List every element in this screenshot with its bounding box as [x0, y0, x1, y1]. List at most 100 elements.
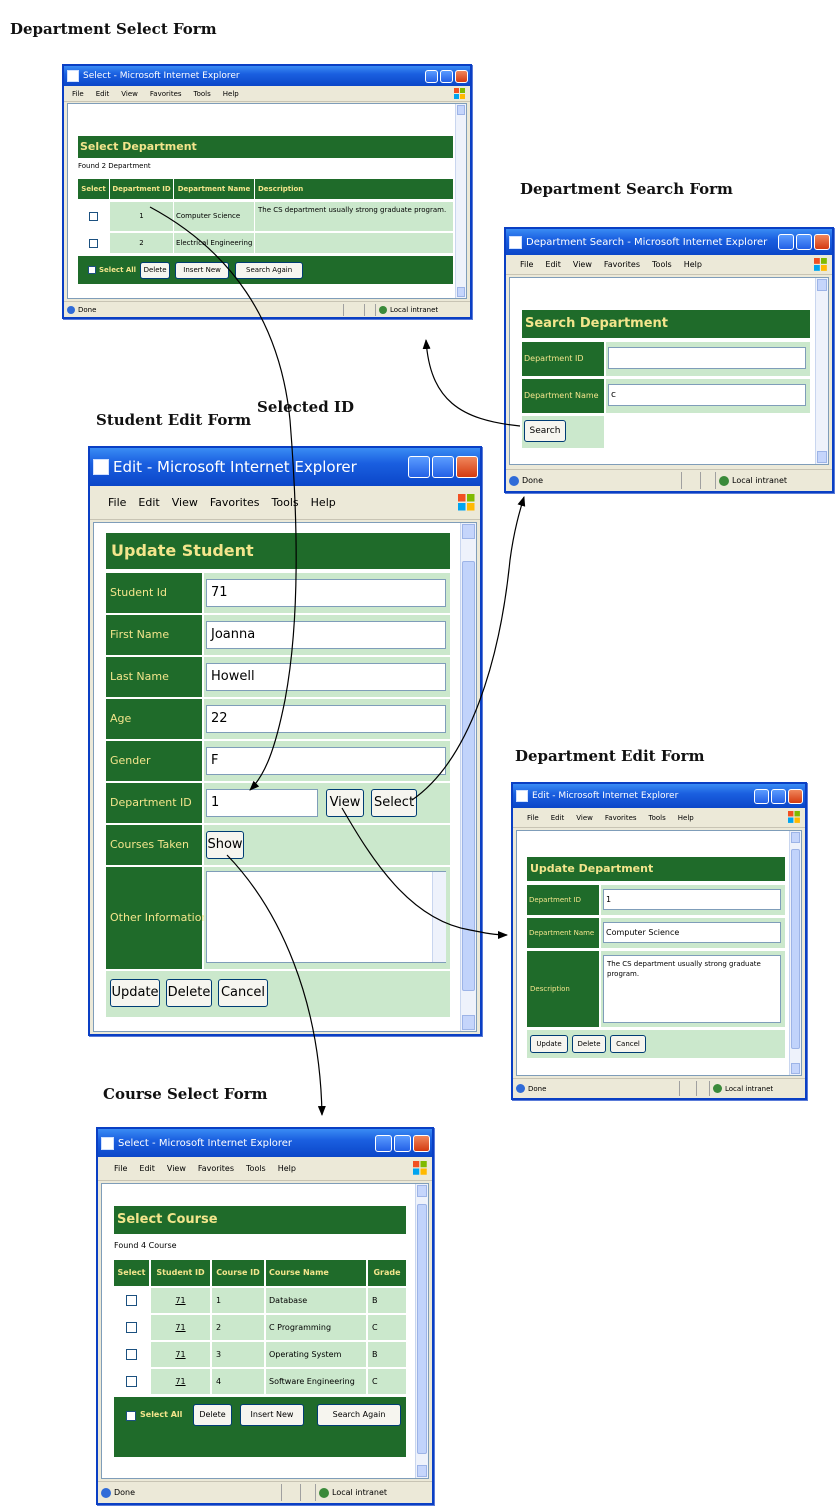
minimize-button[interactable] [408, 456, 430, 478]
menu-file[interactable]: File [527, 813, 539, 822]
select-all-checkbox[interactable] [88, 266, 96, 274]
department-id-input[interactable]: 1 [603, 889, 781, 910]
scroll-up-arrow-icon[interactable] [462, 524, 475, 539]
department-name-input[interactable]: Computer Science [603, 922, 781, 943]
menu-edit[interactable]: Edit [95, 89, 110, 98]
scroll-down-arrow-icon[interactable] [791, 1063, 800, 1074]
student-id-link[interactable]: 71 [151, 1369, 210, 1394]
menu-file[interactable]: File [520, 260, 534, 269]
close-button[interactable] [455, 69, 468, 83]
row-checkbox[interactable] [126, 1376, 137, 1387]
menu-file[interactable]: File [108, 496, 127, 509]
first-name-input[interactable]: Joanna [206, 621, 446, 649]
maximize-button[interactable] [432, 456, 454, 478]
close-button[interactable] [413, 1134, 430, 1152]
last-name-input[interactable]: Howell [206, 663, 446, 691]
row-checkbox[interactable] [126, 1295, 137, 1306]
menu-tools[interactable]: Tools [652, 260, 672, 269]
scroll-down-arrow-icon[interactable] [817, 451, 827, 463]
menu-favorites[interactable]: Favorites [209, 496, 260, 509]
menu-favorites[interactable]: Favorites [603, 260, 641, 269]
minimize-button[interactable] [425, 69, 438, 83]
title-bar[interactable]: Department Search - Microsoft Internet E… [506, 229, 832, 255]
gender-input[interactable]: F [206, 747, 446, 775]
menu-help[interactable]: Help [677, 813, 694, 822]
scroll-thumb[interactable] [462, 561, 475, 991]
menu-view[interactable]: View [121, 89, 138, 98]
menu-favorites[interactable]: Favorites [197, 1164, 235, 1173]
scroll-thumb[interactable] [791, 849, 800, 1049]
title-bar[interactable]: Edit - Microsoft Internet Explorer [513, 784, 805, 808]
close-button[interactable] [814, 234, 830, 250]
department-name-input[interactable]: c [608, 384, 806, 406]
show-button[interactable]: Show [206, 831, 244, 859]
delete-button[interactable]: Delete [193, 1404, 232, 1426]
delete-button[interactable]: Delete [140, 261, 171, 279]
row-checkbox[interactable] [89, 212, 98, 221]
age-input[interactable]: 22 [206, 705, 446, 733]
menu-help[interactable]: Help [683, 260, 702, 269]
menu-edit[interactable]: Edit [139, 1164, 155, 1173]
menu-edit[interactable]: Edit [138, 496, 160, 509]
maximize-button[interactable] [771, 788, 786, 804]
insert-new-button[interactable]: Insert New [240, 1404, 304, 1426]
minimize-button[interactable] [778, 234, 794, 250]
minimize-button[interactable] [754, 788, 769, 804]
maximize-button[interactable] [796, 234, 812, 250]
scroll-up-arrow-icon[interactable] [817, 279, 827, 291]
menu-help[interactable]: Help [222, 89, 239, 98]
search-button[interactable]: Search [524, 420, 566, 442]
other-information-textarea[interactable] [206, 871, 446, 963]
menu-favorites[interactable]: Favorites [604, 813, 637, 822]
scroll-up-arrow-icon[interactable] [457, 105, 465, 115]
description-textarea[interactable]: The CS department usually strong graduat… [603, 955, 781, 1023]
view-button[interactable]: View [326, 789, 364, 817]
title-bar[interactable]: Select - Microsoft Internet Explorer [98, 1129, 432, 1157]
menu-edit[interactable]: Edit [550, 813, 565, 822]
department-id-input[interactable] [608, 347, 806, 369]
scroll-down-arrow-icon[interactable] [457, 287, 465, 297]
cancel-button[interactable]: Cancel [218, 979, 268, 1007]
delete-button[interactable]: Delete [572, 1035, 606, 1053]
close-button[interactable] [788, 788, 803, 804]
close-button[interactable] [456, 456, 478, 478]
search-again-button[interactable]: Search Again [317, 1404, 401, 1426]
menu-file[interactable]: File [114, 1164, 128, 1173]
row-checkbox[interactable] [126, 1322, 137, 1333]
select-button[interactable]: Select [371, 789, 417, 817]
insert-new-button[interactable]: Insert New [175, 261, 230, 279]
student-id-link[interactable]: 71 [151, 1288, 210, 1313]
student-id-input[interactable]: 71 [206, 579, 446, 607]
menu-view[interactable]: View [576, 813, 593, 822]
scroll-up-arrow-icon[interactable] [417, 1185, 427, 1197]
menu-tools[interactable]: Tools [271, 496, 299, 509]
vertical-scrollbar[interactable] [455, 104, 466, 298]
title-bar[interactable]: Edit - Microsoft Internet Explorer [90, 448, 480, 486]
menu-help[interactable]: Help [310, 496, 336, 509]
title-bar[interactable]: Select - Microsoft Internet Explorer [64, 66, 470, 86]
scroll-down-arrow-icon[interactable] [462, 1015, 475, 1030]
menu-tools[interactable]: Tools [648, 813, 666, 822]
select-all-checkbox[interactable] [126, 1411, 136, 1421]
cancel-button[interactable]: Cancel [610, 1035, 646, 1053]
vertical-scrollbar[interactable] [815, 278, 828, 464]
vertical-scrollbar[interactable] [415, 1184, 428, 1478]
textarea-scrollbar[interactable] [432, 872, 446, 962]
scroll-down-arrow-icon[interactable] [417, 1465, 427, 1477]
row-checkbox[interactable] [89, 238, 98, 248]
maximize-button[interactable] [440, 69, 453, 83]
minimize-button[interactable] [375, 1134, 392, 1152]
student-id-link[interactable]: 71 [151, 1342, 210, 1367]
vertical-scrollbar[interactable] [460, 523, 476, 1031]
menu-tools[interactable]: Tools [193, 89, 211, 98]
search-again-button[interactable]: Search Again [235, 261, 304, 279]
menu-tools[interactable]: Tools [246, 1164, 266, 1173]
menu-file[interactable]: File [72, 89, 84, 98]
department-id-input[interactable]: 1 [206, 789, 318, 817]
menu-favorites[interactable]: Favorites [149, 89, 182, 98]
delete-button[interactable]: Delete [166, 979, 212, 1007]
scroll-thumb[interactable] [417, 1204, 427, 1454]
vertical-scrollbar[interactable] [789, 831, 801, 1075]
row-checkbox[interactable] [126, 1349, 137, 1360]
student-id-link[interactable]: 71 [151, 1315, 210, 1340]
